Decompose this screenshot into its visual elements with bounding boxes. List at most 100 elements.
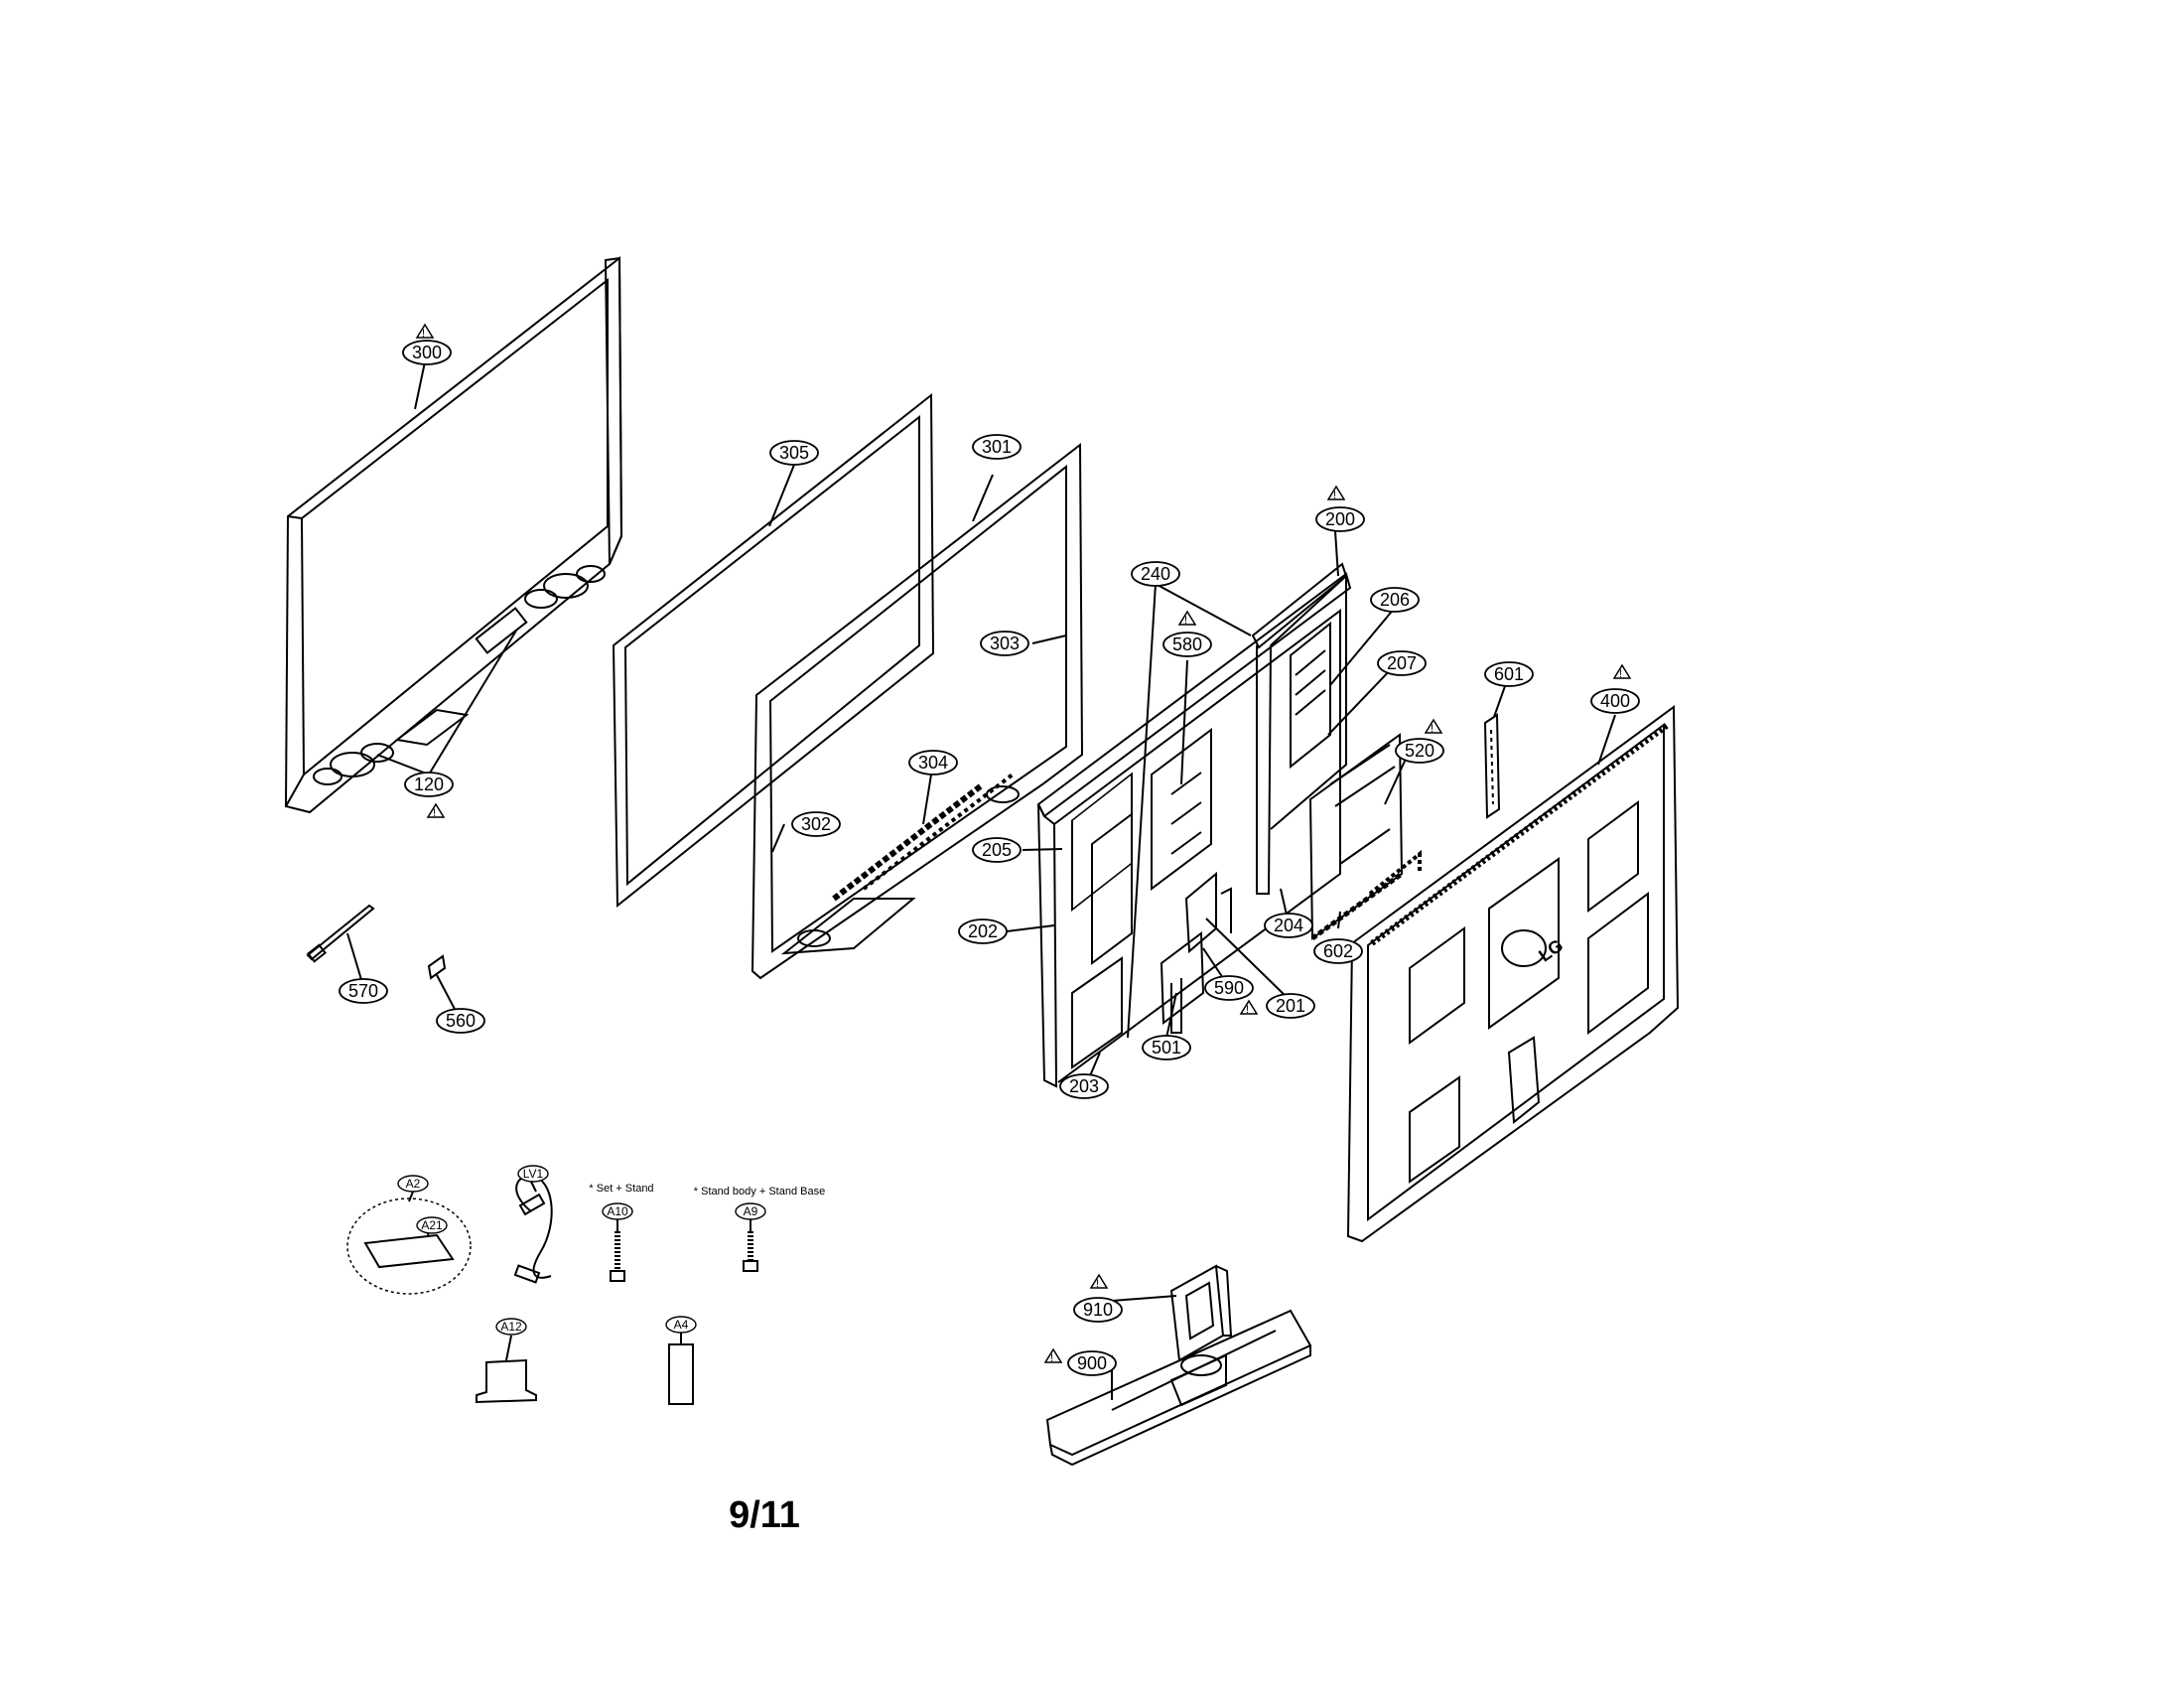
leader-201: [1205, 917, 1292, 1002]
screw-a10: [610, 1219, 625, 1282]
main-board-520: [1308, 733, 1422, 941]
callout-400: 400: [1600, 691, 1630, 711]
accessory-bubble: [397, 1175, 429, 1193]
callout-590: 590: [1214, 978, 1244, 998]
callout-120: 120: [414, 775, 444, 794]
callout-570: 570: [348, 981, 378, 1001]
callout-bubble: [972, 434, 1022, 460]
leader-305: [768, 464, 795, 527]
callout-305: 305: [779, 443, 809, 463]
callout-601: 601: [1494, 664, 1524, 684]
callout-bubble: [1484, 661, 1534, 687]
warning-icon: [1089, 1273, 1109, 1289]
leader-590: [1202, 947, 1224, 979]
callout-bubble: [769, 440, 819, 466]
side-bracket-601: [1483, 713, 1501, 819]
callout-bubble: [402, 340, 452, 365]
warning-mark: !: [1246, 1004, 1249, 1016]
inner-frame-301: [751, 442, 1084, 980]
callout-201: 201: [1276, 996, 1305, 1016]
warning-icon: [1424, 718, 1443, 734]
leader-301: [972, 474, 994, 522]
warning-mark: !: [1333, 490, 1336, 501]
warning-mark: !: [1096, 1278, 1099, 1290]
back-cover-panels: [1409, 800, 1649, 1184]
warning-icon: [426, 802, 446, 818]
leader-120b: [376, 754, 430, 776]
callout-580: 580: [1172, 635, 1202, 654]
warning-mark: !: [1184, 615, 1187, 627]
callout-303: 303: [990, 634, 1020, 653]
leader-501: [1165, 992, 1177, 1039]
callout-206: 206: [1380, 590, 1410, 610]
remote-group-a2: [346, 1191, 472, 1295]
part-560: [427, 954, 447, 980]
callout-bubble: [1590, 688, 1640, 714]
warning-mark: !: [1619, 668, 1622, 680]
leader-560: [436, 974, 458, 1014]
rear-plate-200: [1251, 562, 1348, 895]
accessory-a4: A4: [674, 1318, 689, 1332]
accessory-bubble: [517, 1165, 549, 1183]
leader-240a: [1127, 583, 1157, 1039]
accessory-bubble: [665, 1316, 697, 1334]
callout-bubble: [1059, 1073, 1109, 1099]
callout-205: 205: [982, 840, 1012, 860]
callout-bubble: [1377, 650, 1427, 676]
warning-icon: [415, 323, 435, 339]
filter-frame-305: [612, 392, 935, 909]
warning-icons: [415, 323, 1632, 1363]
lg-logo-mark: [1501, 929, 1547, 967]
leader-207: [1327, 664, 1396, 736]
callout-300: 300: [412, 343, 442, 362]
warning-icon: [1612, 663, 1632, 679]
accessory-a12: A12: [500, 1320, 522, 1334]
callout-bubble: [404, 772, 454, 797]
callout-bubble: [1395, 738, 1444, 764]
callout-bubble: [1131, 561, 1180, 587]
accessory-bubble: [602, 1202, 633, 1220]
accessory-bubble: [495, 1318, 527, 1336]
warning-icon: [1239, 999, 1259, 1015]
note-stand-body-base: * Stand body + Stand Base: [694, 1186, 825, 1198]
main-chassis-202: [1036, 572, 1352, 1088]
callout-200: 200: [1325, 509, 1355, 529]
screw-a9: [743, 1219, 758, 1272]
stand-body-910: [1169, 1264, 1233, 1362]
callout-bubble: [436, 1008, 485, 1034]
callout-202: 202: [968, 921, 998, 941]
leader-120: [428, 630, 517, 776]
warning-mark: !: [1050, 1352, 1053, 1364]
part-570: [306, 904, 375, 963]
callout-bubble: [1204, 975, 1254, 1001]
callout-900: 900: [1077, 1353, 1107, 1373]
callout-bubble: [1313, 938, 1363, 964]
leader-570: [346, 932, 363, 984]
callout-bubble: [958, 918, 1008, 944]
callout-bubble: [1315, 506, 1365, 532]
accessory-a10: A10: [607, 1204, 628, 1218]
callout-602: 602: [1323, 941, 1353, 961]
callout-bubble: [339, 978, 388, 1004]
bracket-a12: [476, 1335, 537, 1404]
callout-bubble: [1266, 993, 1315, 1019]
warning-icon: [1043, 1347, 1063, 1363]
callout-bubble: [1142, 1035, 1191, 1060]
leader-602: [1337, 911, 1341, 929]
leader-302: [771, 823, 785, 853]
callout-bubble: [1162, 632, 1212, 657]
speaker-detail: [313, 565, 606, 785]
warning-mark: !: [1431, 723, 1433, 735]
callout-bubble: [908, 750, 958, 776]
note-set-stand: * Set + Stand: [589, 1183, 653, 1195]
leader-400: [1597, 714, 1616, 766]
accessory-bubble: [416, 1216, 448, 1234]
accessory-a9: A9: [744, 1204, 758, 1218]
callout-304: 304: [918, 753, 948, 773]
leader-202: [1006, 924, 1055, 932]
front-bezel-300: [284, 255, 623, 814]
callout-501: 501: [1152, 1038, 1181, 1058]
callout-bubble: [972, 837, 1022, 863]
leader-206: [1329, 607, 1396, 686]
